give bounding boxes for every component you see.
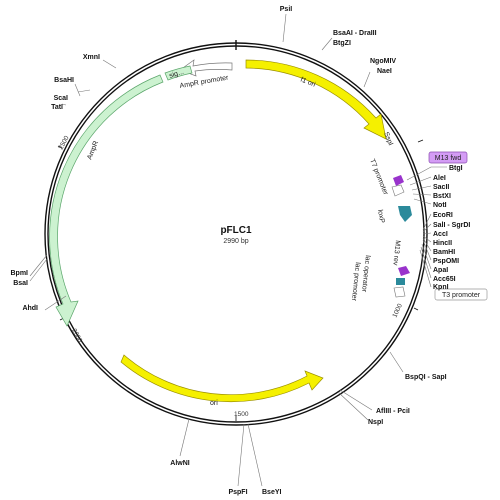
- ampr-label: AmpR: [86, 140, 100, 161]
- t3-promoter-box[interactable]: [434, 288, 488, 301]
- t7-promoter-arrow[interactable]: [391, 184, 405, 197]
- site-bstxi[interactable]: BstXI: [433, 193, 451, 200]
- lac-operator-box[interactable]: [396, 278, 405, 285]
- site-pspfi[interactable]: PspFI: [228, 489, 247, 496]
- ori-label: ori: [210, 400, 218, 407]
- site-nspi[interactable]: NspI: [368, 419, 383, 426]
- site-naei[interactable]: NaeI: [377, 68, 392, 75]
- site-xmni[interactable]: XmnI: [83, 54, 100, 61]
- site-labels: PsiI BsaAI - DraIII BtgZI NgoMIV NaeI Bt…: [11, 6, 471, 496]
- ampr-promoter-label: AmpR promoter: [179, 74, 230, 90]
- site-alwni[interactable]: AlwNI: [170, 460, 190, 467]
- lac-promoter-arrow[interactable]: [393, 286, 406, 298]
- site-psii[interactable]: PsiI: [280, 6, 293, 13]
- m13-rev-arrow[interactable]: [398, 266, 410, 276]
- site-bsahi[interactable]: BsaHI: [54, 77, 74, 84]
- t7-promoter-label: T7 promoter: [368, 158, 389, 197]
- site-ahdi[interactable]: AhdI: [22, 305, 38, 312]
- tick-1000: 1000: [391, 302, 404, 318]
- site-acci[interactable]: AccI: [433, 231, 448, 238]
- site-leaders: [29, 13, 447, 487]
- m13-rev-label: M13 rev: [391, 240, 401, 266]
- sspi-label: SspI: [382, 131, 394, 147]
- m13-fwd-label: M13 fwd: [435, 155, 462, 162]
- sig-label: sig...: [168, 69, 184, 80]
- site-pspomi[interactable]: PspOMI: [433, 258, 459, 265]
- loxp-label: loxP: [376, 209, 385, 224]
- site-bsai[interactable]: BsaI: [13, 280, 28, 287]
- site-tati[interactable]: TatI: [51, 104, 63, 111]
- site-bsaai[interactable]: BsaAI - DraIII: [333, 30, 377, 37]
- sig-feature[interactable]: [164, 65, 193, 81]
- site-ngomiv[interactable]: NgoMIV: [370, 58, 396, 65]
- site-ecori[interactable]: EcoRI: [433, 212, 453, 219]
- site-bspqi[interactable]: BspQI - SapI: [405, 374, 447, 381]
- ori-feature[interactable]: [120, 354, 324, 403]
- lac-promoter-label: lac promoter: [350, 262, 361, 302]
- loxp-arrow[interactable]: [398, 206, 412, 222]
- site-afliii[interactable]: AflIII - PciI: [376, 408, 410, 415]
- site-btgi[interactable]: BtgI: [449, 165, 463, 172]
- f1-ori-feature[interactable]: [245, 59, 387, 140]
- site-sacii[interactable]: SacII: [433, 184, 449, 191]
- site-sali[interactable]: SalI - SgrDI: [433, 222, 470, 229]
- site-hincii[interactable]: HincII: [433, 240, 452, 247]
- ampr-feature[interactable]: [49, 74, 164, 327]
- site-alei[interactable]: AleI: [433, 175, 446, 182]
- site-noti[interactable]: NotI: [433, 202, 447, 209]
- site-bamhi[interactable]: BamHI: [433, 249, 455, 256]
- plasmid-name: pFLC1: [220, 225, 252, 236]
- m13-fwd-box[interactable]: [428, 151, 468, 164]
- site-kpni[interactable]: KpnI: [433, 284, 449, 291]
- site-scai[interactable]: ScaI: [54, 95, 68, 102]
- site-bpmi[interactable]: BpmI: [11, 270, 29, 277]
- t3-promoter-label: T3 promoter: [442, 292, 481, 299]
- site-bseyi[interactable]: BseYI: [262, 489, 282, 496]
- site-acc65i[interactable]: Acc65I: [433, 276, 456, 283]
- t7-arrow[interactable]: [393, 175, 404, 186]
- site-apai[interactable]: ApaI: [433, 267, 448, 274]
- tick-1500: 1500: [234, 411, 249, 418]
- plasmid-length: 2990 bp: [223, 238, 248, 245]
- site-btgzi[interactable]: BtgZI: [333, 40, 351, 47]
- lac-operator-label: lac operator: [360, 255, 371, 293]
